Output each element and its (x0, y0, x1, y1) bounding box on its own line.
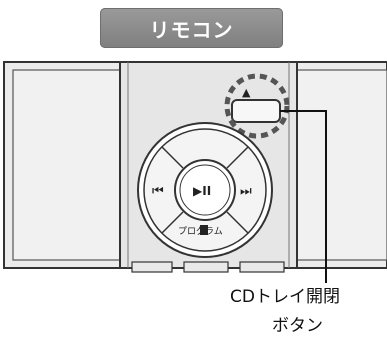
eject-button[interactable] (231, 99, 281, 123)
title-badge: リモコン (100, 8, 283, 48)
callout-label: CDトレイ開閉 (230, 287, 340, 307)
play-pause-button[interactable] (174, 159, 236, 221)
next-icon: ⏭ (240, 184, 252, 199)
callout-line (280, 110, 327, 283)
previous-icon: ⏮ (152, 184, 164, 199)
play-pause-icon: ▶II (193, 184, 211, 198)
eject-icon: ▲ (242, 86, 251, 99)
highlight-circle (224, 73, 290, 139)
callout-sublabel: ボタン (272, 316, 323, 336)
